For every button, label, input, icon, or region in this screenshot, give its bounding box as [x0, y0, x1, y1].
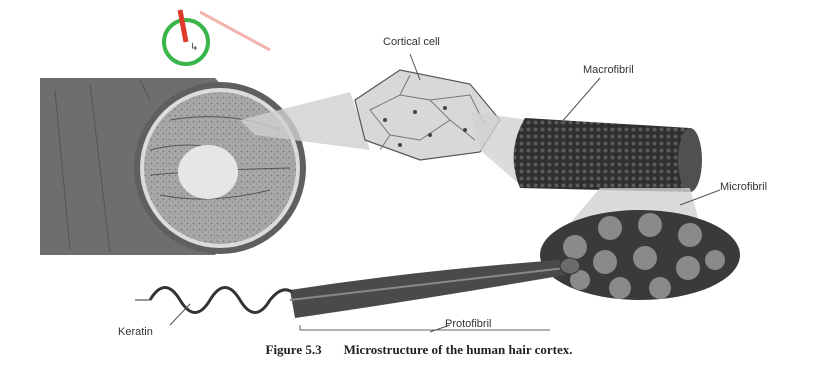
medulla [178, 145, 238, 199]
macrofibril [514, 118, 702, 192]
loading-spinner-icon: ↳ [164, 10, 270, 64]
keratin-helix [135, 288, 292, 313]
label-protofibril: Protofibril [445, 318, 491, 330]
microfibril [540, 210, 740, 300]
figure-number: Figure 5.3 [266, 342, 322, 357]
figure-caption: Figure 5.3 Microstructure of the human ha… [0, 338, 838, 362]
caption-text: Microstructure of the human hair cortex. [344, 342, 573, 357]
label-macrofibril: Macrofibril [583, 64, 634, 76]
label-keratin: Keratin [118, 326, 153, 338]
protofibril [290, 258, 580, 330]
label-cortical-cell: Cortical cell [383, 36, 440, 48]
label-microfibril: Microfibril [720, 181, 767, 193]
hair-shaft [40, 78, 306, 255]
svg-text:↳: ↳ [190, 42, 198, 53]
